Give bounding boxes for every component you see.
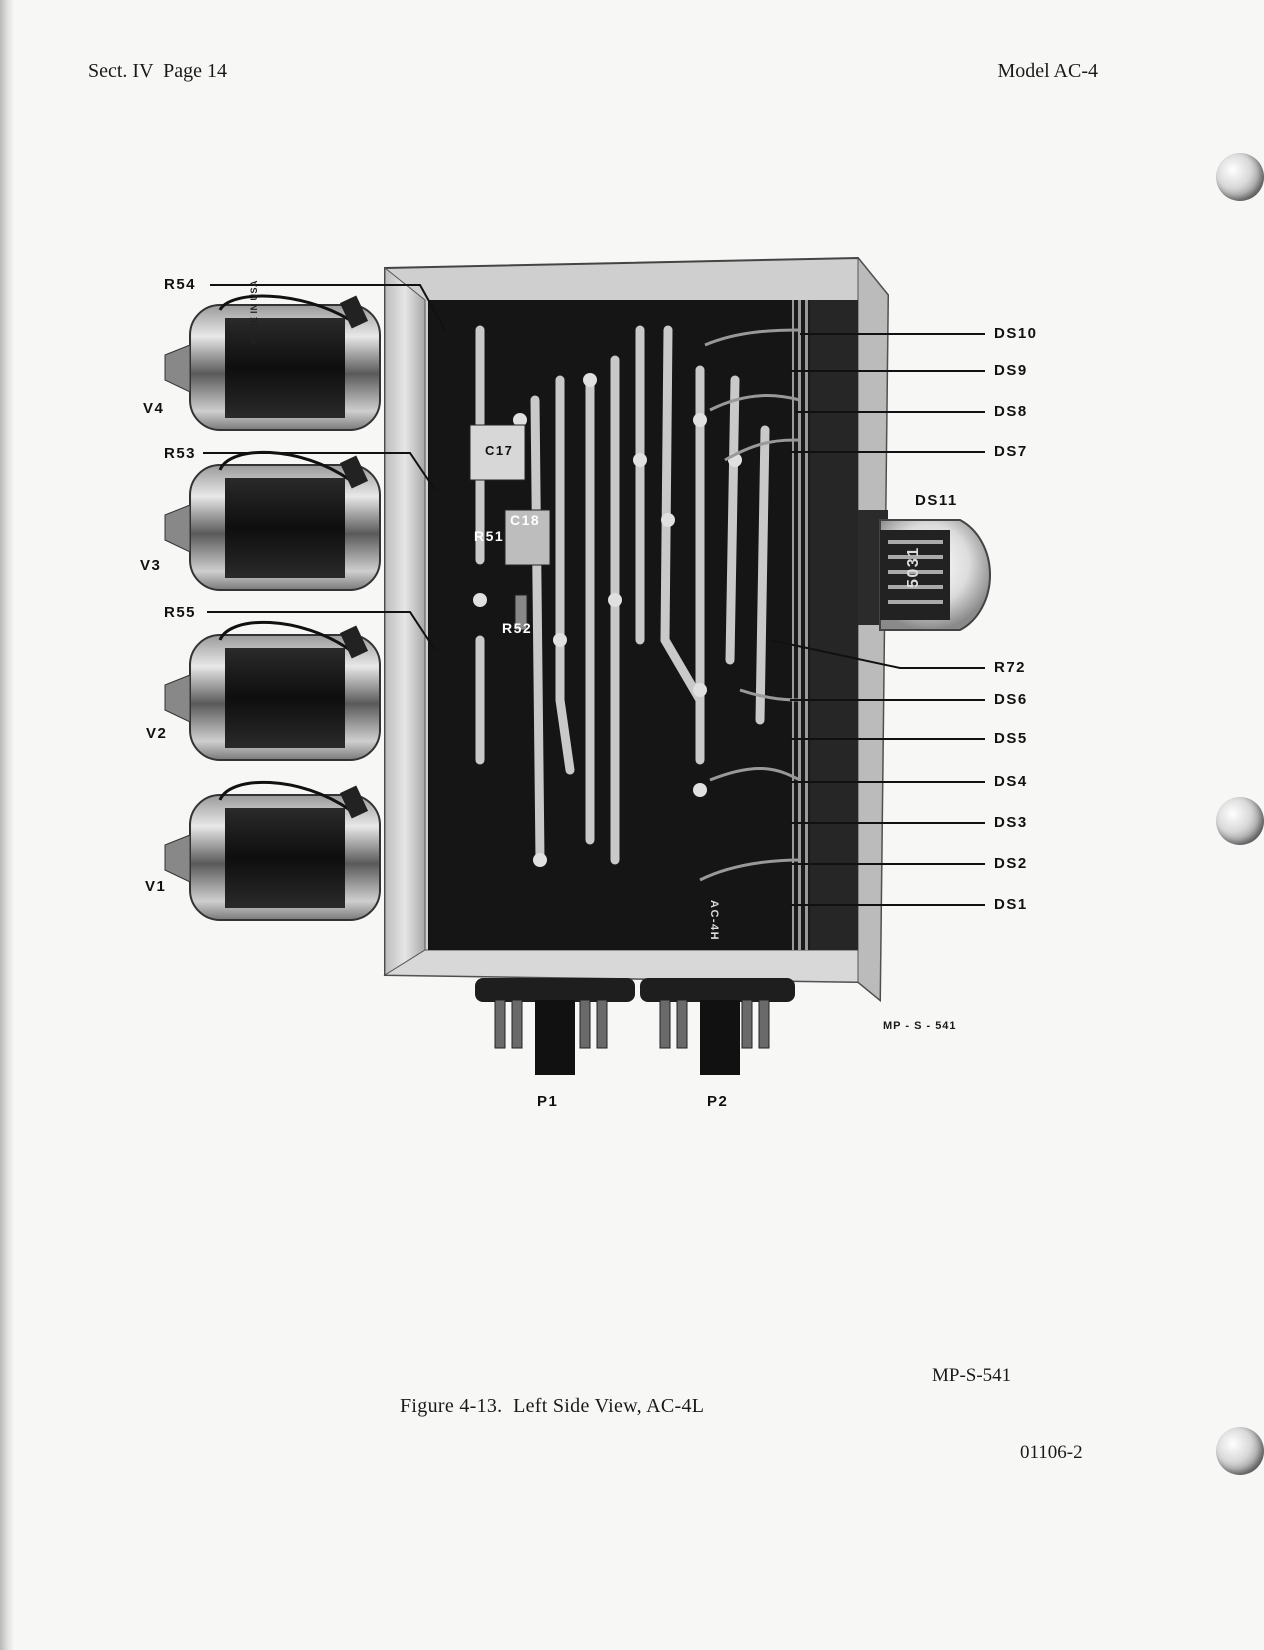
callout-ds8: DS8 — [994, 403, 1028, 420]
photo-code-small: MP - S - 541 — [883, 1020, 957, 1032]
callout-ds3: DS3 — [994, 814, 1028, 831]
board-marking: AC-4H — [708, 900, 720, 942]
board-traces — [475, 325, 770, 865]
capacitor-c18-body — [504, 509, 551, 566]
capacitor-c17-body — [469, 424, 526, 481]
tube-v1 — [164, 780, 381, 921]
callout-r72: R72 — [994, 659, 1027, 676]
tube-v3 — [164, 450, 381, 591]
tube-v2 — [164, 620, 381, 761]
callout-ds2: DS2 — [994, 855, 1028, 872]
binder-hole-top — [1216, 153, 1264, 201]
model-header: Model AC-4 — [997, 60, 1098, 82]
callout-ds7: DS7 — [994, 443, 1028, 460]
callout-v2: V2 — [146, 725, 168, 742]
callout-r53: R53 — [164, 445, 197, 462]
callout-ds4: DS4 — [994, 773, 1028, 790]
lamp-strip — [810, 300, 858, 950]
callout-r52: R52 — [502, 620, 533, 636]
callout-v3: V3 — [140, 557, 162, 574]
callout-ds6: DS6 — [994, 691, 1028, 708]
callout-ds10: DS10 — [994, 325, 1038, 342]
callout-v4: V4 — [143, 400, 165, 417]
tube-marking-v4: MADE IN USA — [249, 279, 259, 345]
callout-ds9: DS9 — [994, 362, 1028, 379]
page-binding-edge — [0, 0, 14, 1650]
callout-ds5: DS5 — [994, 730, 1028, 747]
resistor-r52-body — [514, 594, 528, 631]
connector-p1 — [475, 978, 635, 1075]
document-number: 01106-2 — [1020, 1442, 1083, 1463]
callout-v1: V1 — [145, 878, 167, 895]
callout-r51: R51 — [474, 528, 505, 544]
callout-p2: P2 — [707, 1093, 729, 1110]
callout-c18: C18 — [510, 512, 541, 528]
photo-code: MP-S-541 — [932, 1365, 1012, 1386]
callout-r54: R54 — [164, 276, 197, 293]
binder-hole-middle — [1216, 797, 1264, 845]
callout-leaders — [203, 284, 985, 906]
tube-v4 — [164, 294, 381, 431]
callout-ds1: DS1 — [994, 896, 1028, 913]
callout-r55: R55 — [164, 604, 197, 621]
indicator-tube-ds11 — [858, 510, 992, 631]
figure-caption: Figure 4-13. Left Side View, AC-4L — [400, 1395, 705, 1417]
section-page-header: Sect. IV Page 14 — [88, 60, 228, 82]
connector-p2 — [640, 978, 795, 1075]
callout-ds11: DS11 — [915, 492, 958, 509]
indicator-marking-ds11: 5031 — [905, 546, 922, 588]
binder-hole-bottom — [1216, 1427, 1264, 1475]
callout-p1: P1 — [537, 1093, 559, 1110]
callout-c17: C17 — [485, 443, 514, 458]
